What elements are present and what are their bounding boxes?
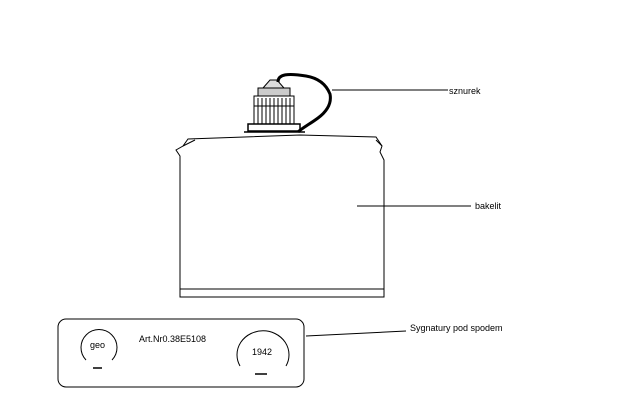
- body-base: [179, 288, 385, 298]
- leader-line-signatures: [305, 330, 407, 337]
- label-signatures: Sygnatury pod spodem: [410, 323, 503, 333]
- body-outline: [175, 134, 385, 297]
- canteen-body: [175, 134, 385, 298]
- cap-ribs: [254, 98, 294, 124]
- cap: [244, 79, 305, 133]
- label-cord: sznurek: [449, 86, 481, 96]
- signature-panel: geo Art.Nr0.38E5108 1942: [57, 318, 305, 388]
- cap-ring: [257, 87, 291, 97]
- signature-panel-frame: [57, 318, 305, 388]
- cap-collar: [247, 123, 301, 132]
- year-stamp-arc: [236, 330, 290, 367]
- cord-loop: [276, 72, 332, 134]
- label-body: bakelit: [475, 201, 502, 211]
- article-number: Art.Nr0.38E5108: [139, 334, 206, 344]
- left-stamp-arc: [80, 329, 118, 361]
- left-stamp-text: geo: [90, 340, 105, 350]
- body-shoulder-left: [182, 139, 196, 147]
- year-stamp-text: 1942: [252, 347, 272, 357]
- body-shoulder-right: [375, 139, 383, 147]
- cap-top: [261, 79, 286, 89]
